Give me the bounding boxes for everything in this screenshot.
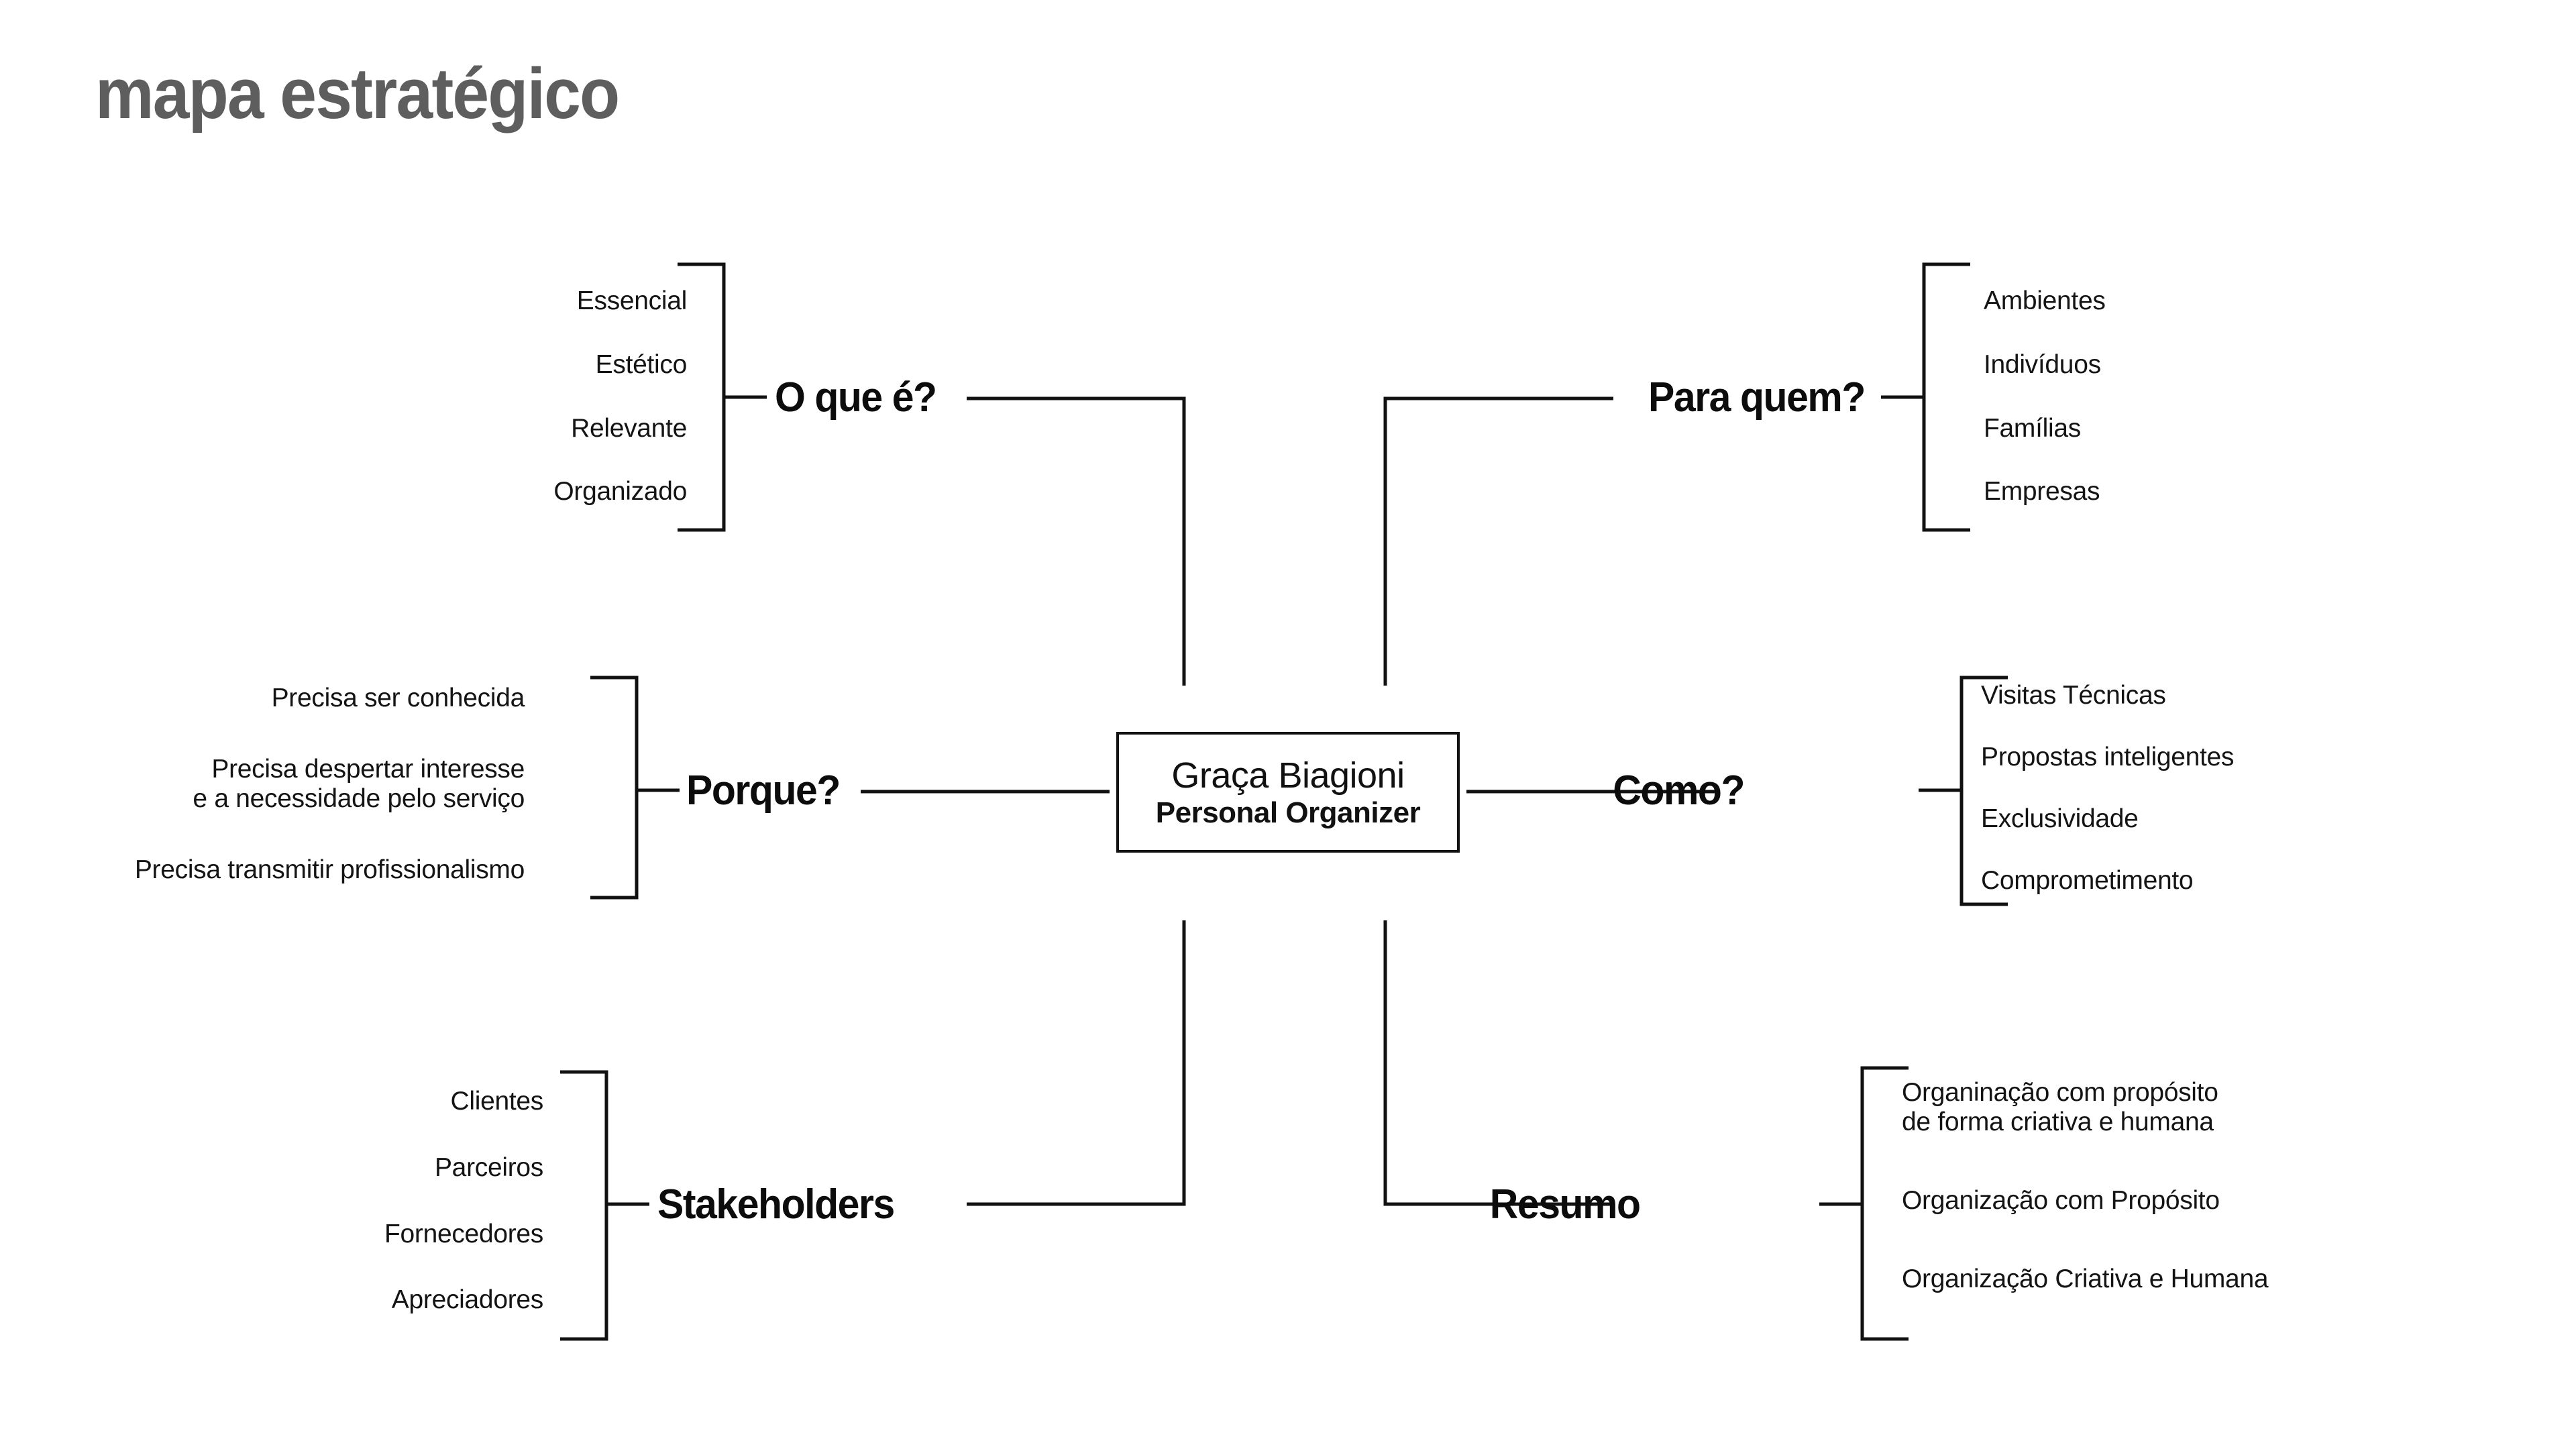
branch-label-o-que-e[interactable]: O que é? (775, 374, 937, 421)
leaf-list-como: Visitas Técnicas Propostas inteligentes … (1981, 681, 2576, 896)
connector-resumo (1383, 920, 1613, 1206)
branch-label-para-quem[interactable]: Para quem? (1648, 374, 1866, 421)
leaf-item[interactable]: Organizado (553, 477, 687, 506)
leaf-item[interactable]: Empresas (1984, 477, 2100, 506)
leaf-item[interactable]: Propostas inteligentes (1981, 743, 2235, 772)
leaf-item[interactable]: Exclusividade (1981, 804, 2139, 834)
connector-o-que-e (967, 396, 1186, 686)
leaf-list-stakeholders: Clientes Parceiros Fornecedores Apreciad… (7, 1087, 543, 1315)
leaf-item[interactable]: Famílias (1984, 413, 2081, 443)
leaf-item[interactable]: Organização Criativa e Humana (1902, 1265, 2269, 1294)
branch-label-porque[interactable]: Porque? (686, 767, 841, 814)
branch-label-resumo[interactable]: Resumo (1490, 1181, 1641, 1228)
center-node[interactable]: Graça Biagioni Personal Organizer (1116, 732, 1460, 853)
leaf-list-porque: Precisa ser conhecida Precisa despertar … (0, 684, 525, 885)
leaf-item[interactable]: Precisa ser conhecida (271, 684, 525, 712)
leaf-item[interactable]: Organinação com propósito de forma criat… (1902, 1078, 2218, 1136)
leaf-list-resumo: Organinação com propósito de forma criat… (1902, 1078, 2506, 1294)
leaf-item[interactable]: Estético (595, 350, 688, 379)
connector-stakeholders (967, 920, 1186, 1206)
leaf-item[interactable]: Essencial (576, 286, 688, 315)
bracket-para-quem (1922, 262, 1970, 532)
leaf-item[interactable]: Organização com Propósito (1902, 1186, 2220, 1215)
leaf-item[interactable]: Precisa despertar interesse e a necessid… (193, 755, 525, 813)
leaf-item[interactable]: Parceiros (434, 1152, 543, 1182)
leaf-item[interactable]: Relevante (571, 413, 687, 443)
leaf-item[interactable]: Fornecedores (384, 1219, 543, 1248)
bracket-stakeholders (560, 1070, 608, 1341)
leaf-item[interactable]: Comprometimento (1981, 866, 2194, 896)
leaf-list-para-quem: Ambientes Indivíduos Famílias Empresas (1984, 286, 2453, 506)
branch-label-stakeholders[interactable]: Stakeholders (657, 1181, 895, 1228)
leaf-item[interactable]: Visitas Técnicas (1981, 681, 2166, 710)
leaf-item[interactable]: Apreciadores (391, 1285, 544, 1315)
bracket-porque (590, 676, 639, 900)
connector-para-quem (1383, 396, 1613, 686)
leaf-item[interactable]: Clientes (450, 1087, 544, 1116)
leaf-list-o-que-e: Essencial Estético Relevante Organizado (217, 286, 687, 506)
page-title: mapa estratégico (95, 53, 620, 133)
leaf-item[interactable]: Indivíduos (1984, 350, 2101, 379)
center-node-role: Personal Organizer (1155, 796, 1421, 830)
leaf-item[interactable]: Precisa transmitir profissionalismo (134, 855, 525, 885)
center-node-name: Graça Biagioni (1171, 755, 1405, 796)
branch-label-como[interactable]: Como? (1613, 767, 1745, 814)
leaf-item[interactable]: Ambientes (1984, 286, 2106, 315)
